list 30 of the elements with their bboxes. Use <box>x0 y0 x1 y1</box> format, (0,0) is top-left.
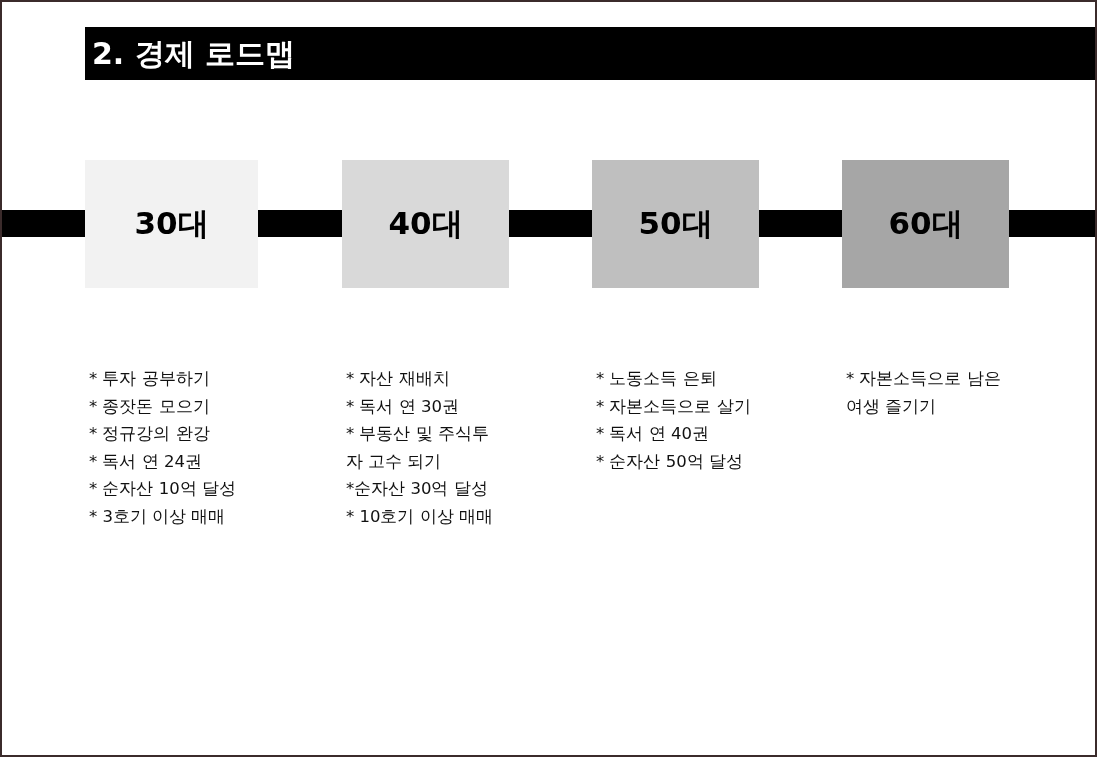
goal-text: * 3호기 이상 매매 <box>89 505 227 528</box>
timeline-connector <box>1009 210 1095 237</box>
stage-box <box>592 160 759 288</box>
goal-text: * 독서 연 30권 <box>346 395 460 418</box>
stage-box <box>842 160 1009 288</box>
goal-text: * 종잣돈 모으기 <box>89 395 211 418</box>
goal-text: * 자본소득으로 남은 여생 즐기기 <box>846 368 1002 418</box>
timeline-connector <box>759 210 842 237</box>
stage-label: 40대 <box>388 205 463 243</box>
goal-text: * 투자 공부하기 <box>89 368 211 390</box>
goal-text: * 노동소득 은퇴 <box>596 368 718 390</box>
goal-text: * 자본소득으로 살기 <box>596 395 752 418</box>
goal-text: * 독서 연 24권 <box>89 450 203 473</box>
stage-box <box>342 160 509 288</box>
goal-text: * 자산 재배치 <box>346 368 451 390</box>
stage-label: 60대 <box>888 205 963 243</box>
timeline-connector <box>258 210 342 237</box>
goal-text: * 순자산 50억 달성 <box>596 450 744 473</box>
goal-text: * 10호기 이상 매매 <box>346 505 494 528</box>
stage-box <box>85 160 258 288</box>
stage-label: 50대 <box>638 205 713 243</box>
goal-text: *순자산 30억 달성 <box>346 478 489 500</box>
timeline-connector <box>2 210 85 237</box>
goal-text: * 부동산 및 주식투자 고수 되기 <box>346 423 490 473</box>
goal-text: * 정규강의 완강 <box>89 423 211 445</box>
stage-label: 30대 <box>134 205 209 243</box>
goal-text: * 순자산 10억 달성 <box>89 478 237 500</box>
page-title: 2. 경제 로드맵 <box>92 35 296 72</box>
goal-text: * 독서 연 40권 <box>596 423 710 445</box>
timeline-connector <box>509 210 592 237</box>
